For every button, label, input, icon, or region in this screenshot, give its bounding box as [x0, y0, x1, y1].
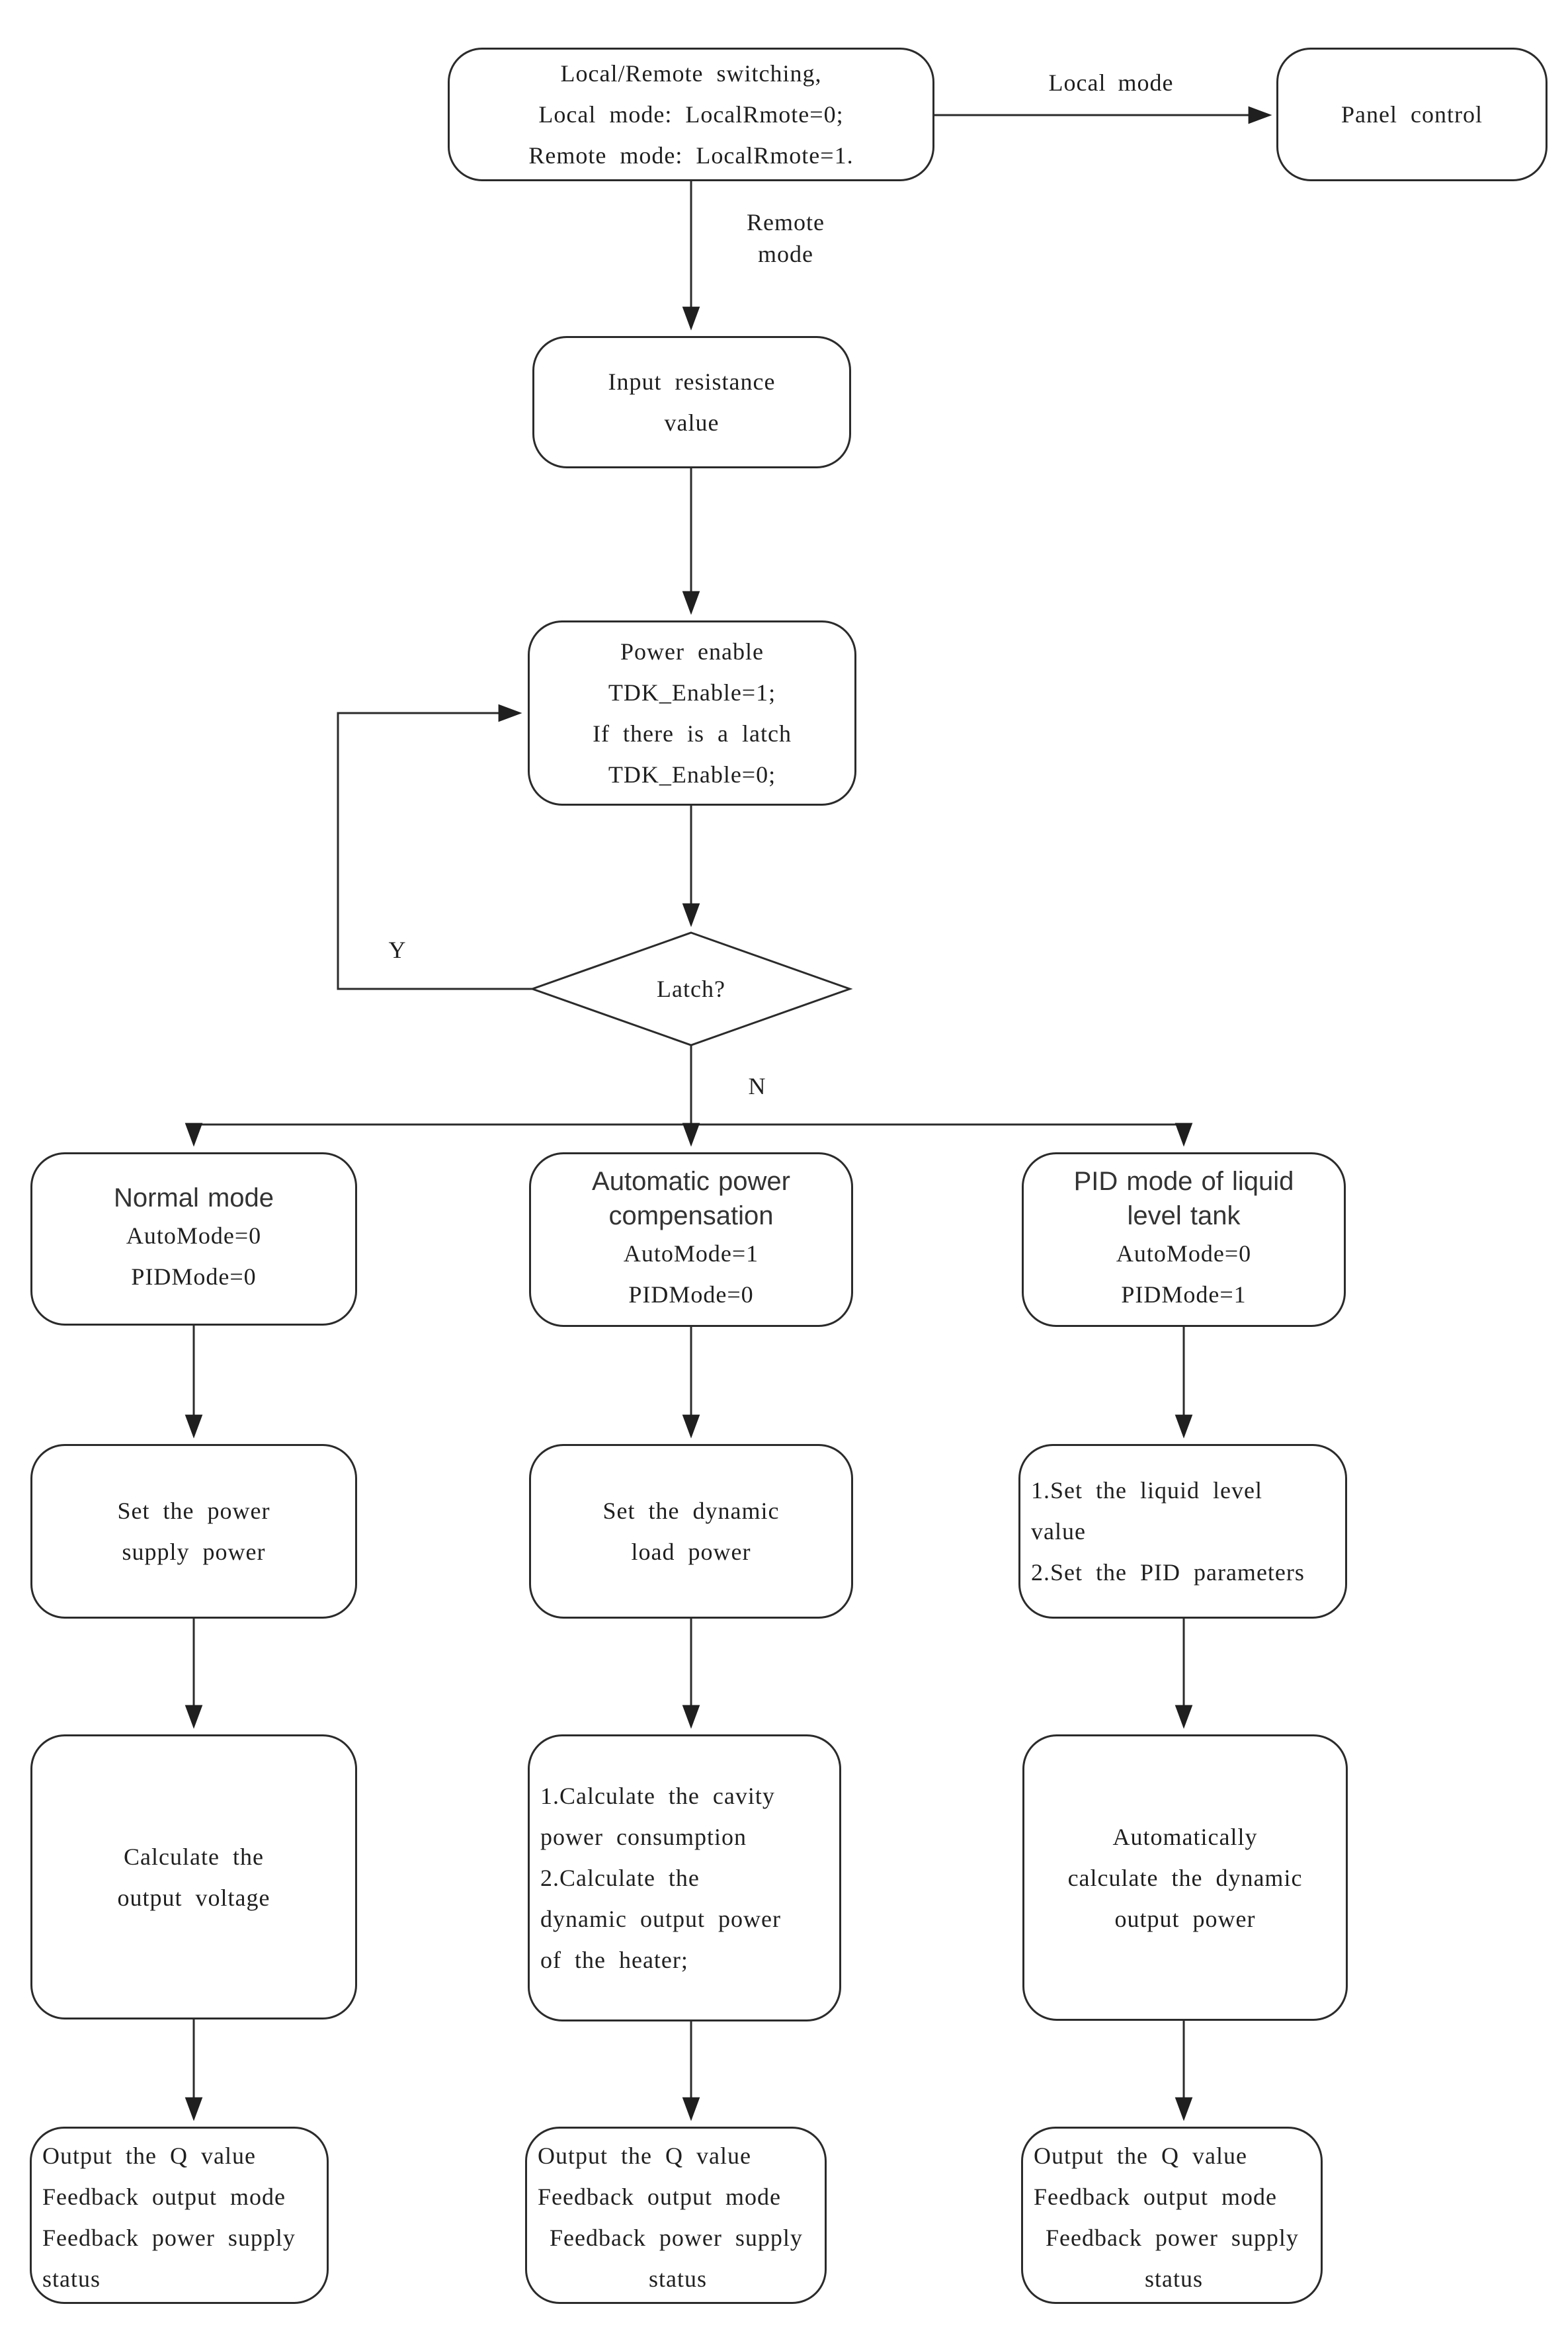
start-line: Local mode: LocalRmote=0; [538, 101, 844, 128]
calc-cavity-line: power consumption [540, 1824, 747, 1850]
set-liquid-line: value [1031, 1518, 1086, 1545]
calc-auto-line: calculate the dynamic [1067, 1864, 1303, 1891]
calc-voltage-line: Calculate the [124, 1843, 264, 1870]
edge-label-yes: Y [388, 937, 407, 963]
output-q-line: Output the Q value [1034, 2143, 1247, 2169]
input-resistance-node: Input resistance value [532, 336, 851, 468]
output-q-line: status [1144, 2266, 1203, 2292]
start-line: Local/Remote switching, [560, 60, 822, 87]
set-power-line: supply power [122, 1539, 266, 1565]
pid-tank-title: PID mode of liquid [1073, 1167, 1294, 1196]
output-q-line: Feedback power supply [42, 2225, 296, 2251]
input-resistance-line: Input resistance [608, 368, 776, 395]
normal-mode-title: Normal mode [113, 1183, 274, 1212]
normal-mode-line: AutoMode=0 [126, 1222, 262, 1249]
output-q-left-node: Output the Q value Feedback output mode … [30, 2127, 329, 2304]
auto-power-line: PIDMode=0 [628, 1281, 754, 1308]
output-q-right-node: Output the Q value Feedback output mode … [1021, 2127, 1323, 2304]
set-liquid-level-node: 1.Set the liquid level value 2.Set the P… [1018, 1444, 1347, 1619]
edge-label-local-mode: Local mode [1048, 69, 1174, 96]
latch-decision-label: Latch? [657, 976, 725, 1002]
output-q-line: Output the Q value [42, 2143, 256, 2169]
power-enable-line: Power enable [620, 638, 764, 665]
auto-power-compensation-node: Automatic power compensation AutoMode=1 … [529, 1152, 853, 1327]
set-dynamic-line: load power [631, 1539, 751, 1565]
power-enable-line: TDK_Enable=1; [608, 679, 776, 706]
arrow-latch-yes-loop [337, 704, 532, 990]
start-node: Local/Remote switching, Local mode: Loca… [448, 48, 934, 181]
calculate-voltage-node: Calculate the output voltage [30, 1734, 357, 2019]
pid-tank-line: PIDMode=1 [1121, 1281, 1247, 1308]
pid-tank-title: level tank [1127, 1201, 1241, 1230]
output-q-line: status [42, 2266, 101, 2292]
power-enable-node: Power enable TDK_Enable=1; If there is a… [528, 620, 856, 806]
set-liquid-line: 1.Set the liquid level [1031, 1477, 1262, 1504]
calc-cavity-line: 1.Calculate the cavity [540, 1783, 775, 1809]
set-power-supply-node: Set the power supply power [30, 1444, 357, 1619]
set-dynamic-line: Set the dynamic [602, 1498, 780, 1524]
input-resistance-line: value [664, 409, 720, 436]
output-q-line: Feedback power supply [550, 2225, 803, 2251]
pid-tank-line: AutoMode=0 [1116, 1240, 1252, 1267]
set-power-line: Set the power [117, 1498, 270, 1524]
output-q-line: status [648, 2266, 707, 2292]
calculate-auto-node: Automatically calculate the dynamic outp… [1022, 1734, 1348, 2021]
output-q-line: Feedback output mode [538, 2184, 781, 2210]
power-enable-line: If there is a latch [593, 720, 792, 747]
calc-cavity-line: 2.Calculate the [540, 1865, 700, 1891]
panel-control-node: Panel control [1276, 48, 1547, 181]
start-line: Remote mode: LocalRmote=1. [528, 142, 854, 169]
calculate-cavity-node: 1.Calculate the cavity power consumption… [528, 1734, 841, 2021]
calc-auto-line: output power [1114, 1905, 1256, 1932]
calc-voltage-line: output voltage [117, 1884, 270, 1911]
normal-mode-line: PIDMode=0 [131, 1263, 257, 1290]
pid-liquid-tank-node: PID mode of liquid level tank AutoMode=0… [1022, 1152, 1346, 1327]
auto-power-line: AutoMode=1 [623, 1240, 759, 1267]
calc-auto-line: Automatically [1112, 1823, 1258, 1850]
auto-power-title: Automatic power [592, 1167, 790, 1196]
output-q-line: Feedback output mode [1034, 2184, 1277, 2210]
output-q-mid-node: Output the Q value Feedback output mode … [525, 2127, 827, 2304]
power-enable-line: TDK_Enable=0; [608, 761, 776, 788]
remote-mode-line: mode [758, 241, 813, 267]
calc-cavity-line: of the heater; [540, 1947, 688, 1973]
auto-power-title: compensation [608, 1201, 774, 1230]
edge-label-no: N [748, 1073, 766, 1099]
edge-label-remote-mode: Remote mode [720, 206, 852, 270]
calc-cavity-line: dynamic output power [540, 1906, 781, 1932]
normal-mode-node: Normal mode AutoMode=0 PIDMode=0 [30, 1152, 357, 1326]
output-q-line: Feedback power supply [1046, 2225, 1299, 2251]
set-liquid-line: 2.Set the PID parameters [1031, 1559, 1305, 1586]
output-q-line: Feedback output mode [42, 2184, 286, 2210]
output-q-line: Output the Q value [538, 2143, 751, 2169]
remote-mode-line: Remote [747, 209, 825, 235]
panel-control-label: Panel control [1341, 101, 1483, 128]
set-dynamic-load-node: Set the dynamic load power [529, 1444, 853, 1619]
